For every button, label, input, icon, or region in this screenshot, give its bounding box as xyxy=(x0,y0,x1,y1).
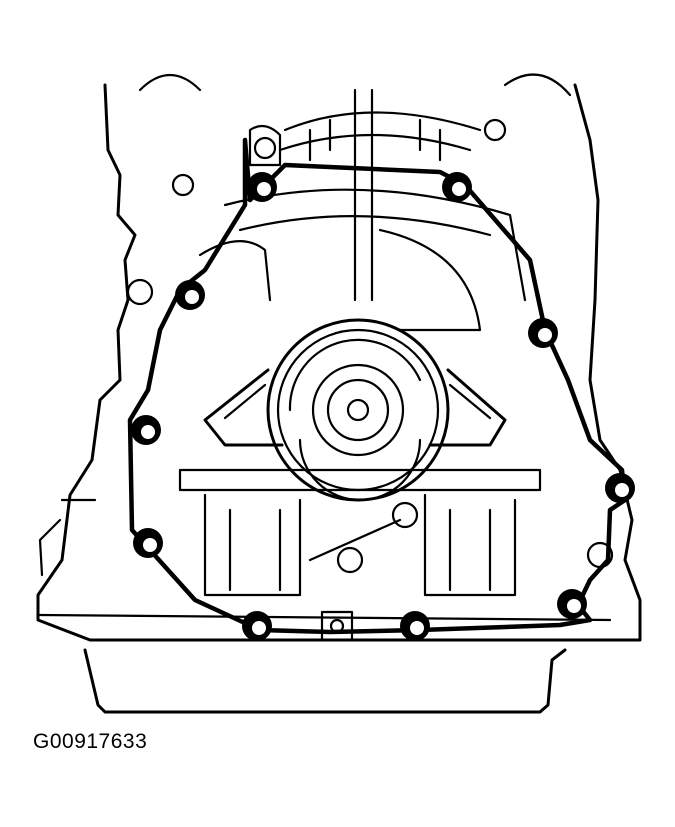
oil-pump xyxy=(203,318,507,502)
upper-ribs xyxy=(198,88,527,332)
bolt-8 xyxy=(557,589,587,619)
bolt-4 xyxy=(528,318,558,348)
bolt-3 xyxy=(175,280,205,310)
oil-pan xyxy=(38,613,612,714)
bolt-2 xyxy=(442,172,472,202)
engine-block-outline xyxy=(36,73,642,642)
bolt-1 xyxy=(247,172,277,202)
lower-webbing xyxy=(178,468,614,642)
bolt-9 xyxy=(242,611,272,641)
bolt-10 xyxy=(400,611,430,641)
figure-label: G00917633 xyxy=(33,730,148,753)
bolt-set xyxy=(131,172,635,641)
bolt-5 xyxy=(131,415,161,445)
side-bosses xyxy=(126,118,507,306)
bolt-7 xyxy=(133,528,163,558)
bolt-6 xyxy=(605,473,635,503)
